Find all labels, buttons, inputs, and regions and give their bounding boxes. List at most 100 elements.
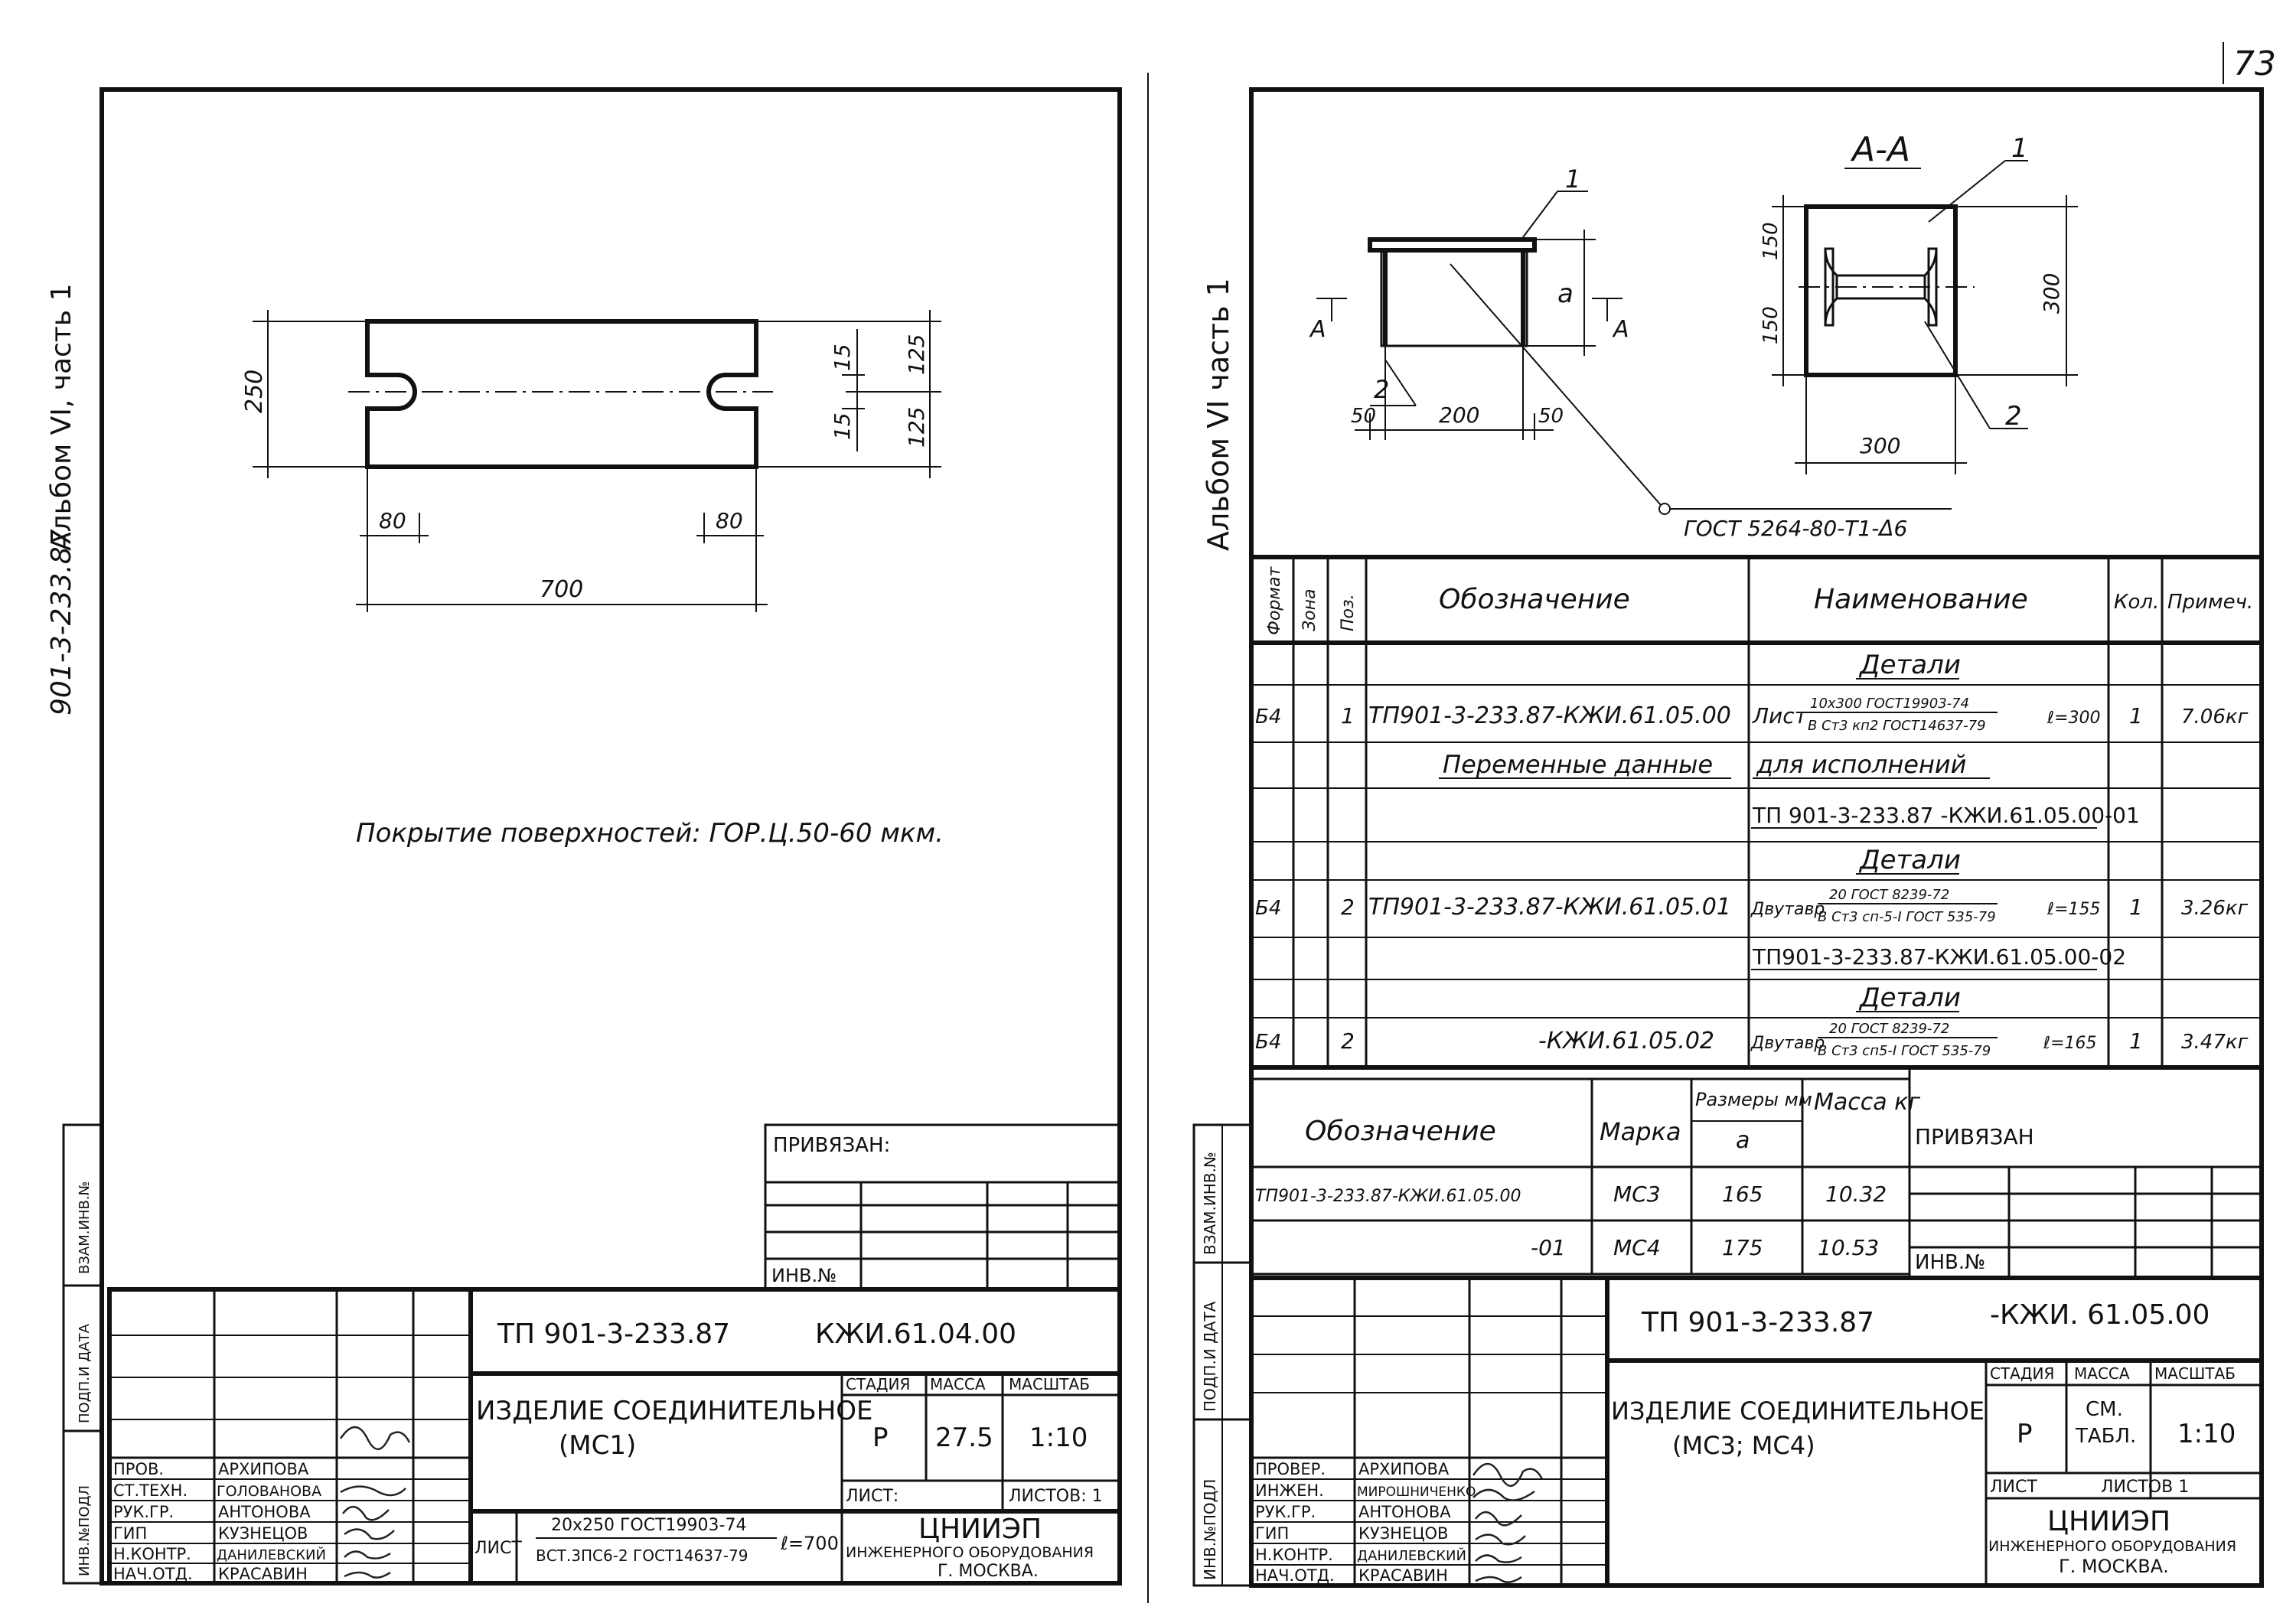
dim-150-top: 150 <box>1760 222 1782 260</box>
left-tb-scale: 1:10 <box>1029 1423 1088 1453</box>
variants-row1-a: 165 <box>1722 1181 1763 1207</box>
spec-row2-name-bottom: В Ст3 сп-5-I ГОСТ 535-79 <box>1818 909 1996 925</box>
left-tb-sheet: ЛИСТ: <box>846 1487 899 1506</box>
spec-header-format: Формат <box>1265 566 1284 635</box>
spec-row1-name-len: ℓ=300 <box>2047 709 2101 728</box>
dim-slot-top: 15 <box>830 344 855 371</box>
dim-300-horizontal: 300 <box>1860 433 1900 458</box>
left-tb-scale-head: МАСШТАБ <box>1009 1375 1090 1393</box>
left-tb-sheets: ЛИСТОВ: 1 <box>1009 1487 1103 1506</box>
right-tb-scale-head: МАСШТАБ <box>2154 1364 2236 1383</box>
left-role-2: СТ.ТЕХН. <box>113 1481 188 1500</box>
left-margin-label-2: ПОДП.И ДАТА <box>77 1323 93 1423</box>
variants-row1-designation: ТП901-3-233.87-КЖИ.61.05.00 <box>1255 1187 1521 1206</box>
pos-1-section: 1 <box>2011 133 2028 164</box>
left-name-2: ГОЛОВАНОВА <box>217 1483 321 1500</box>
spec-row3-note: 3.47кг <box>2181 1031 2249 1054</box>
right-tb-sheets: ЛИСТОВ 1 <box>2101 1478 2189 1497</box>
spec-row2-format: Б4 <box>1255 897 1281 920</box>
right-tb-name-2: (МС3; МС4) <box>1672 1431 1815 1460</box>
variants-header-size: Размеры мм <box>1695 1089 1812 1110</box>
spec-header-pos: Поз. <box>1339 594 1358 631</box>
dim-50-left: 50 <box>1351 405 1376 428</box>
coating-note: Покрытие поверхностей: ГОР.Ц.50-60 мкм. <box>356 818 944 849</box>
spec-row3-designation: -КЖИ.61.05.02 <box>1538 1028 1714 1054</box>
left-tb-material-prefix: ЛИСТ <box>475 1539 522 1558</box>
variants-table: Обозначение Марка Размеры мм а Масса кг … <box>1250 1077 1920 1276</box>
left-title-block: ТП 901-3-233.87 КЖИ.61.04.00 ИЗДЕЛИЕ СОЕ… <box>107 1287 1122 1586</box>
right-signatures <box>1472 1462 1544 1583</box>
right-privyazan-block: ПРИВЯЗАН ИНВ.№ <box>1908 1066 2263 1279</box>
left-tb-name-1: ИЗДЕЛИЕ СОЕДИНИТЕЛЬНОЕ <box>476 1396 873 1426</box>
spec-row2-name-top: 20 ГОСТ 8239-72 <box>1829 887 1949 903</box>
dim-length: 700 <box>540 576 583 603</box>
right-tb-org-1: ЦНИИЭП <box>2047 1506 2170 1537</box>
section-mark-right: А <box>1612 316 1629 343</box>
spec-row3-qty: 1 <box>2129 1028 2143 1054</box>
left-tb-code: ТП 901-3-233.87 <box>497 1318 730 1350</box>
right-margin-label-3: ИНВ.№ПОДЛ <box>1201 1479 1219 1580</box>
right-tb-name-1: ИЗДЕЛИЕ СОЕДИНИТЕЛЬНОЕ <box>1611 1396 1985 1426</box>
pos-2-section: 2 <box>2005 401 2022 432</box>
left-album-code: 901-3-233.87 <box>46 529 77 715</box>
right-tb-stage-head: СТАДИЯ <box>1990 1364 2054 1383</box>
right-inv-no: ИНВ.№ <box>1915 1251 1985 1274</box>
spec-table: Формат Зона Поз. Обозначение Наименовани… <box>1251 555 2262 1070</box>
left-signatures <box>339 1426 411 1579</box>
left-tb-stage-head: СТАДИЯ <box>846 1375 910 1393</box>
spec-row1-name-bottom: В Ст3 кп2 ГОСТ14637-79 <box>1808 718 1986 734</box>
variants-row1-mark: МС3 <box>1613 1181 1661 1207</box>
page-number: 73 <box>2233 44 2276 83</box>
right-tb-code: ТП 901-3-233.87 <box>1641 1307 1874 1338</box>
left-tb-org-2: ИНЖЕНЕРНОГО ОБОРУДОВАНИЯ <box>846 1544 1094 1561</box>
spec-row2-name-prefix: Двутавр <box>1750 900 1825 919</box>
left-name-5: ДАНИЛЕВСКИЙ <box>217 1546 326 1563</box>
left-tb-org-1: ЦНИИЭП <box>918 1514 1042 1545</box>
right-name-5: ДАНИЛЕВСКИЙ <box>1357 1547 1466 1564</box>
left-album-label: Альбом VI, часть 1 <box>46 284 77 551</box>
spec-section-3: Детали <box>1858 983 1961 1013</box>
dim-half-bottom: 125 <box>904 407 929 448</box>
spec-section-1: Детали <box>1858 650 1961 680</box>
left-role-1: ПРОВ. <box>113 1460 164 1478</box>
left-name-4: КУЗНЕЦОВ <box>218 1524 308 1543</box>
right-sheet: Альбом VI часть 1 ВЗАМ.ИНВ.№ ПОДП.И ДАТА… <box>1192 87 2264 1588</box>
spec-variable-name: для исполнений <box>1756 750 1966 779</box>
spec-row1-name-prefix: Лист <box>1752 703 1808 728</box>
dim-50-right: 50 <box>1538 405 1564 428</box>
spec-header-name: Наименование <box>1814 584 2028 615</box>
spec-row1-pos: 1 <box>1341 703 1355 728</box>
right-privyazan: ПРИВЯЗАН <box>1915 1124 2034 1149</box>
spec-section-2: Детали <box>1858 845 1961 875</box>
spec-row1-designation: ТП901-3-233.87-КЖИ.61.05.00 <box>1368 702 1731 729</box>
right-tb-org-3: Г. МОСКВА. <box>2059 1556 2169 1577</box>
left-tb-code-suffix: КЖИ.61.04.00 <box>815 1318 1016 1350</box>
left-name-1: АРХИПОВА <box>218 1460 309 1478</box>
variants-header-mass: Масса кг <box>1814 1089 1920 1116</box>
spec-row2-note: 3.26кг <box>2181 897 2249 920</box>
right-role-5: Н.КОНТР. <box>1255 1546 1333 1564</box>
right-role-2: ИНЖЕН. <box>1255 1481 1324 1500</box>
dim-height: 250 <box>241 370 268 413</box>
dim-a: а <box>1557 279 1574 309</box>
plate-drawing: 250 15 15 125 125 80 80 700 <box>241 310 941 612</box>
spec-row3-name-len: ℓ=165 <box>2043 1034 2097 1053</box>
right-name-4: КУЗНЕЦОВ <box>1358 1524 1448 1543</box>
variants-header-mark: Марка <box>1600 1117 1681 1146</box>
left-privyazan-block: ПРИВЯЗАН: ИНВ.№ <box>764 1123 1121 1291</box>
spec-variable-designation: Переменные данные <box>1443 750 1713 779</box>
left-tb-org-3: Г. МОСКВА. <box>938 1562 1039 1581</box>
variants-row2-mark: МС4 <box>1613 1235 1661 1260</box>
variants-header-designation: Обозначение <box>1305 1116 1496 1147</box>
left-role-6: НАЧ.ОТД. <box>113 1565 193 1583</box>
dim-slot-depth-left: 80 <box>379 508 406 533</box>
left-privyazan: ПРИВЯЗАН: <box>773 1134 890 1157</box>
spec-row2-name-len: ℓ=155 <box>2047 900 2101 919</box>
variants-header-a: а <box>1736 1127 1750 1154</box>
spec-header-zone: Зона <box>1300 589 1319 631</box>
right-roles: ПРОВЕР. АРХИПОВА ИНЖЕН. МИРОШНИЧЕНКО РУК… <box>1255 1460 1476 1585</box>
variants-row2-a: 175 <box>1722 1235 1763 1260</box>
pos-2-elevation: 2 <box>1374 375 1389 404</box>
left-tb-material-length: ℓ=700 <box>780 1533 839 1554</box>
spec-ref-1: ТП 901-3-233.87 -КЖИ.61.05.00-01 <box>1752 803 2140 828</box>
